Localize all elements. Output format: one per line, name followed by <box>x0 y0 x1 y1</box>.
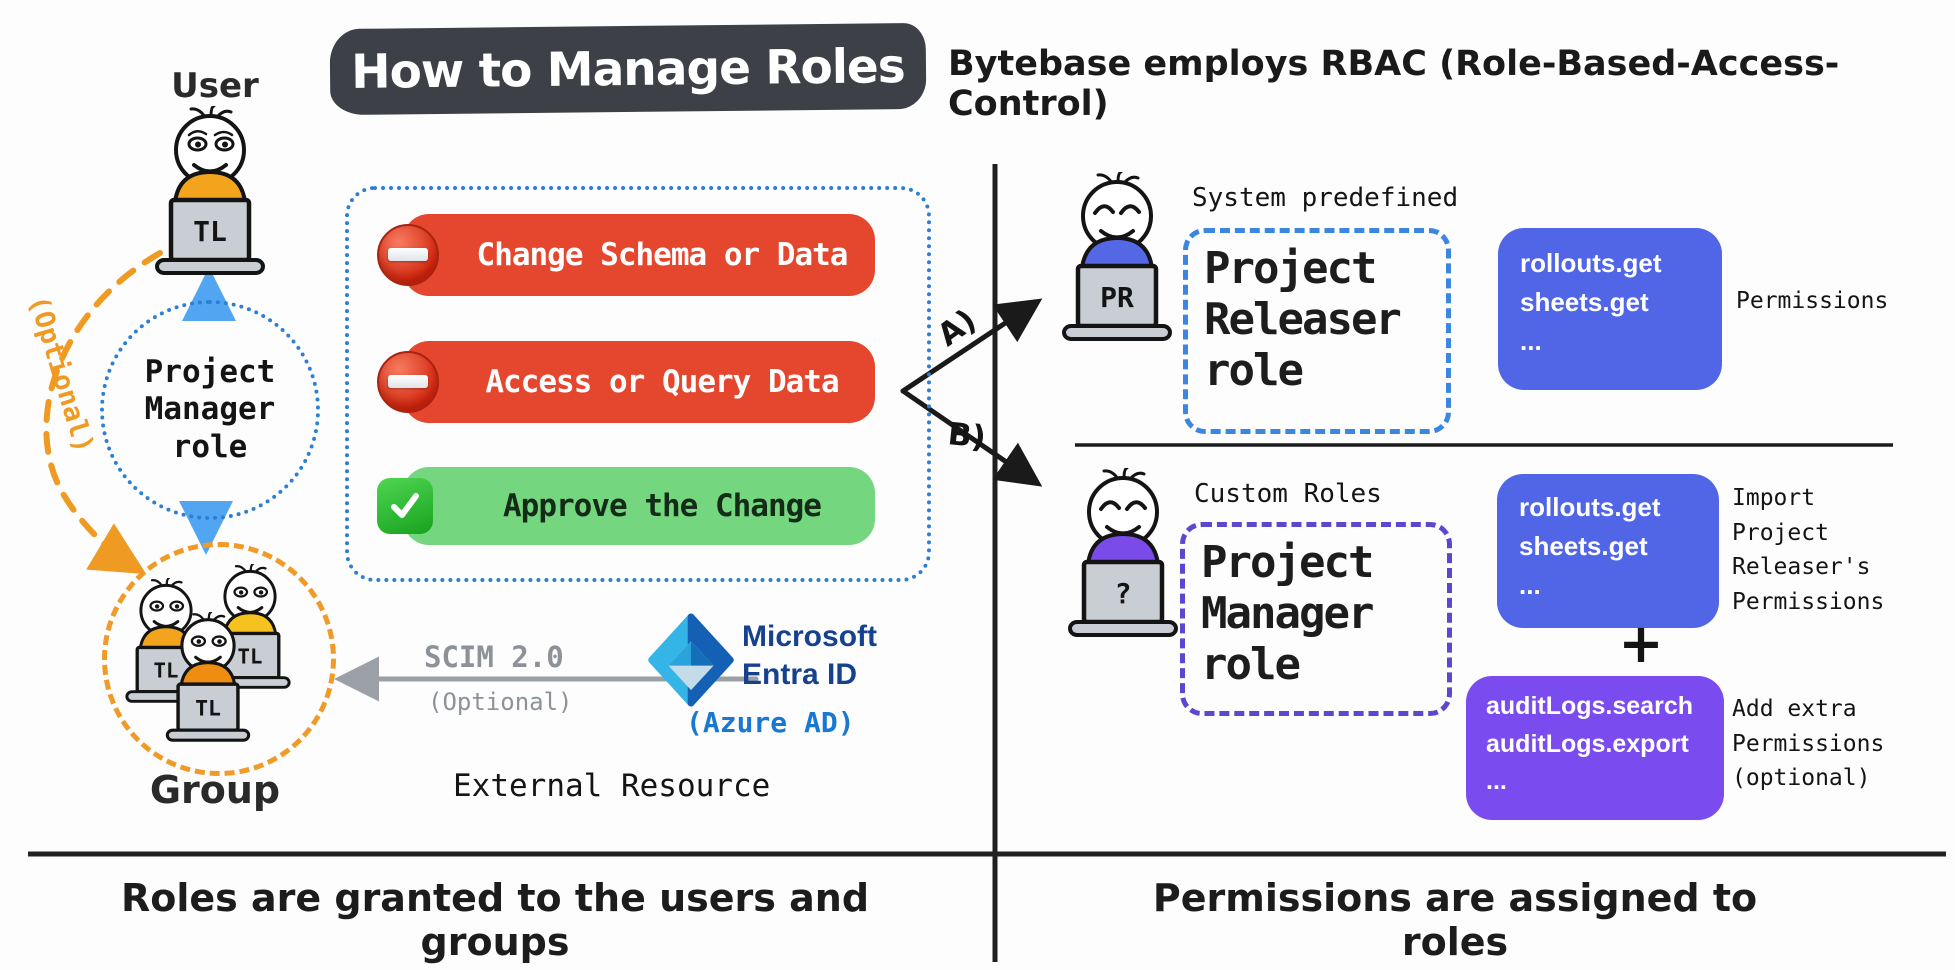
project-manager-role-box: Project Manager role <box>1180 522 1452 716</box>
permissions-note: Permissions <box>1736 288 1889 314</box>
imported-permissions-box: rollouts.get sheets.get ... <box>1497 474 1719 628</box>
group-member-figure-icon: TL <box>209 564 291 689</box>
caption-right: Permissions are assigned to roles <box>1152 876 1758 964</box>
custom-roles-header: Custom Roles <box>1194 479 1382 509</box>
system-predefined-header: System predefined <box>1192 183 1459 213</box>
permission-item: rollouts.get <box>1520 248 1662 278</box>
custom-user-figure-icon: ? <box>1068 468 1178 637</box>
action-label: Change Schema or Data <box>476 237 849 273</box>
check-icon <box>377 478 433 534</box>
project-releaser-role-box: Project Releaser role <box>1183 228 1451 434</box>
user-device-label: TL <box>193 215 227 248</box>
action-approve-change: Approve the Change <box>377 467 875 545</box>
releaser-user-figure-icon: PR <box>1062 172 1172 341</box>
permission-item: rollouts.get <box>1519 492 1661 522</box>
role-circle-line: Project <box>144 354 276 391</box>
scim-optional-label: (Optional) <box>428 688 573 716</box>
scim-label: SCIM 2.0 <box>424 640 564 674</box>
releaser-role-line: Project <box>1204 243 1377 294</box>
manager-role-line: Project <box>1201 537 1374 588</box>
manager-role-line: Manager <box>1201 588 1374 640</box>
azure-ad-alias: (Azure AD) <box>686 706 855 739</box>
permission-item: auditLogs.export <box>1486 729 1689 758</box>
import-note: Import Project Releaser's Permissions <box>1732 485 1885 615</box>
action-label: Approve the Change <box>503 488 822 524</box>
branch-b-label: B) <box>946 416 988 456</box>
custom-device-label: ? <box>1115 577 1132 610</box>
action-change-schema: Change Schema or Data <box>377 214 875 296</box>
releaser-role-line: Releaser <box>1204 294 1402 346</box>
releaser-device-label: PR <box>1100 281 1134 314</box>
action-access-query: Access or Query Data <box>377 341 875 423</box>
group-label: Group <box>149 768 281 812</box>
no-entry-icon <box>377 351 439 413</box>
page-title: How to Manage Roles <box>350 38 906 100</box>
caption-left: Roles are granted to the users and group… <box>120 876 870 964</box>
permission-item: ... <box>1486 767 1507 795</box>
permission-item: sheets.get <box>1520 287 1649 317</box>
releaser-role-line: role <box>1204 345 1304 397</box>
permission-item: auditLogs.search <box>1486 692 1693 720</box>
releaser-permissions-box: rollouts.get sheets.get ... <box>1498 228 1722 390</box>
permission-item: ... <box>1520 326 1542 356</box>
extra-permissions-box: auditLogs.search auditLogs.export ... <box>1466 676 1724 820</box>
group-device-label: TL <box>238 645 263 669</box>
permission-item: ... <box>1519 570 1541 600</box>
no-entry-icon <box>377 224 439 286</box>
role-circle-line: Manager <box>144 391 276 428</box>
role-circle-line: role <box>172 428 248 465</box>
branch-a-label: A) <box>931 302 984 354</box>
action-label: Access or Query Data <box>485 364 839 400</box>
user-figure-icon: TL <box>155 106 265 275</box>
subtitle: Bytebase employs RBAC (Role-Based-Access… <box>948 44 1840 124</box>
manager-role-line: role <box>1201 639 1301 691</box>
user-label: User <box>171 66 259 106</box>
permission-item: sheets.get <box>1519 531 1648 561</box>
entra-brand-name: Microsoft Entra ID <box>742 620 877 691</box>
group-member-figure-icon: TL <box>125 578 207 703</box>
title-banner: How to Manage Roles <box>329 22 927 116</box>
group-device-label: TL <box>195 697 221 722</box>
group-device-label: TL <box>154 659 179 683</box>
group-member-figure-icon: TL <box>165 612 251 742</box>
microsoft-entra-id-icon <box>648 613 734 707</box>
optional-label: (Optional) <box>22 292 100 457</box>
external-resource-label: External Resource <box>453 768 771 804</box>
plus-sign: + <box>1618 612 1664 675</box>
project-manager-role-circle: Project Manager role <box>100 300 320 520</box>
extra-note: Add extra Permissions (optional) <box>1732 696 1885 791</box>
